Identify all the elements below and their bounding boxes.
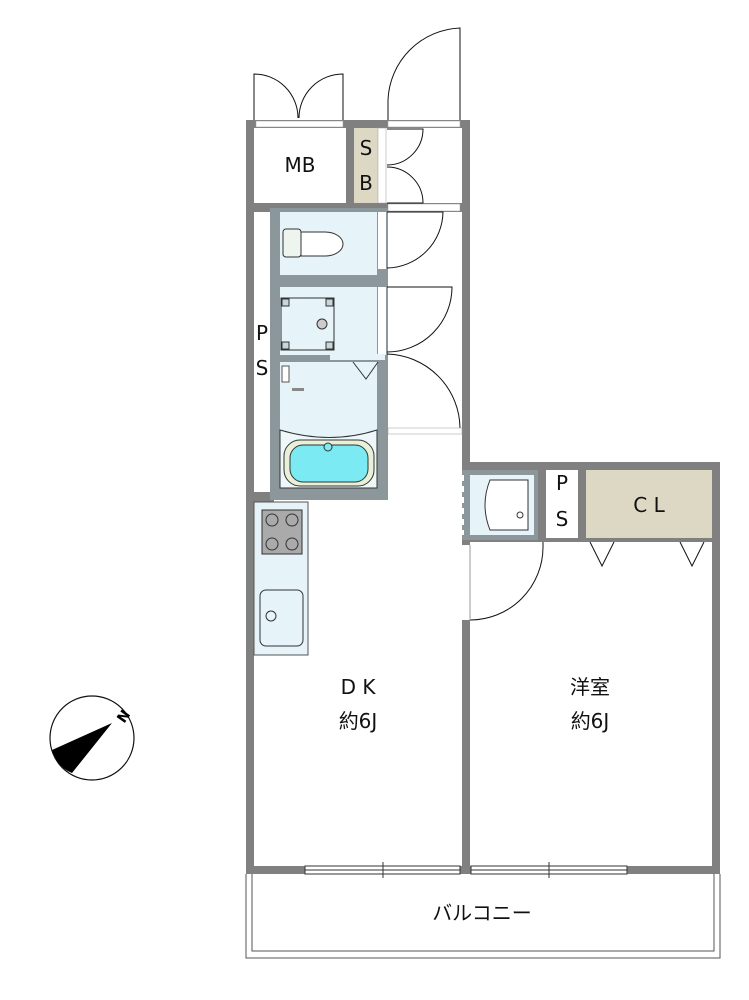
bathtub-icon	[279, 365, 378, 489]
ps-right-label-1: P	[556, 471, 568, 495]
ps-left-label-2: S	[256, 356, 269, 380]
closet	[586, 470, 712, 538]
balcony-windows	[304, 862, 628, 878]
toilet-icon	[282, 228, 344, 258]
dk-size: 約6J	[339, 709, 378, 733]
wet-area	[270, 208, 388, 500]
door-opening	[387, 203, 461, 212]
ps-right-label-2: S	[556, 507, 569, 531]
closet-and-room-doors	[469, 541, 705, 621]
door-opening	[377, 127, 387, 204]
sink-icon	[259, 589, 304, 647]
shower-unit	[460, 470, 538, 540]
top-doors	[253, 27, 461, 120]
corridor-doors	[386, 211, 461, 429]
door-opening	[387, 427, 463, 435]
sb-doors	[386, 128, 424, 204]
western-room-label: 洋室	[570, 675, 610, 699]
door-opening	[378, 212, 386, 269]
sb-label-1: S	[360, 136, 373, 160]
balcony	[245, 874, 721, 959]
door-opening	[378, 287, 386, 355]
cl-label: C L	[633, 493, 665, 517]
folding-door-icon	[352, 361, 379, 380]
sb-storage	[354, 128, 378, 203]
sb-label-2: B	[359, 171, 373, 195]
washer-pan-icon	[280, 297, 335, 351]
compass-icon: N	[49, 695, 135, 781]
mb-label: MB	[285, 153, 316, 177]
dk-label: D K	[341, 675, 377, 699]
stove-icon	[261, 509, 303, 555]
door-opening	[387, 120, 461, 128]
western-room-size: 約6J	[571, 709, 610, 733]
compass-needle	[52, 723, 112, 773]
balcony-label: バルコニー	[432, 901, 532, 925]
door-opening	[330, 354, 385, 360]
door-opening	[255, 120, 344, 128]
kitchen-counter	[253, 501, 309, 656]
ps-left-label-1: P	[256, 321, 268, 345]
